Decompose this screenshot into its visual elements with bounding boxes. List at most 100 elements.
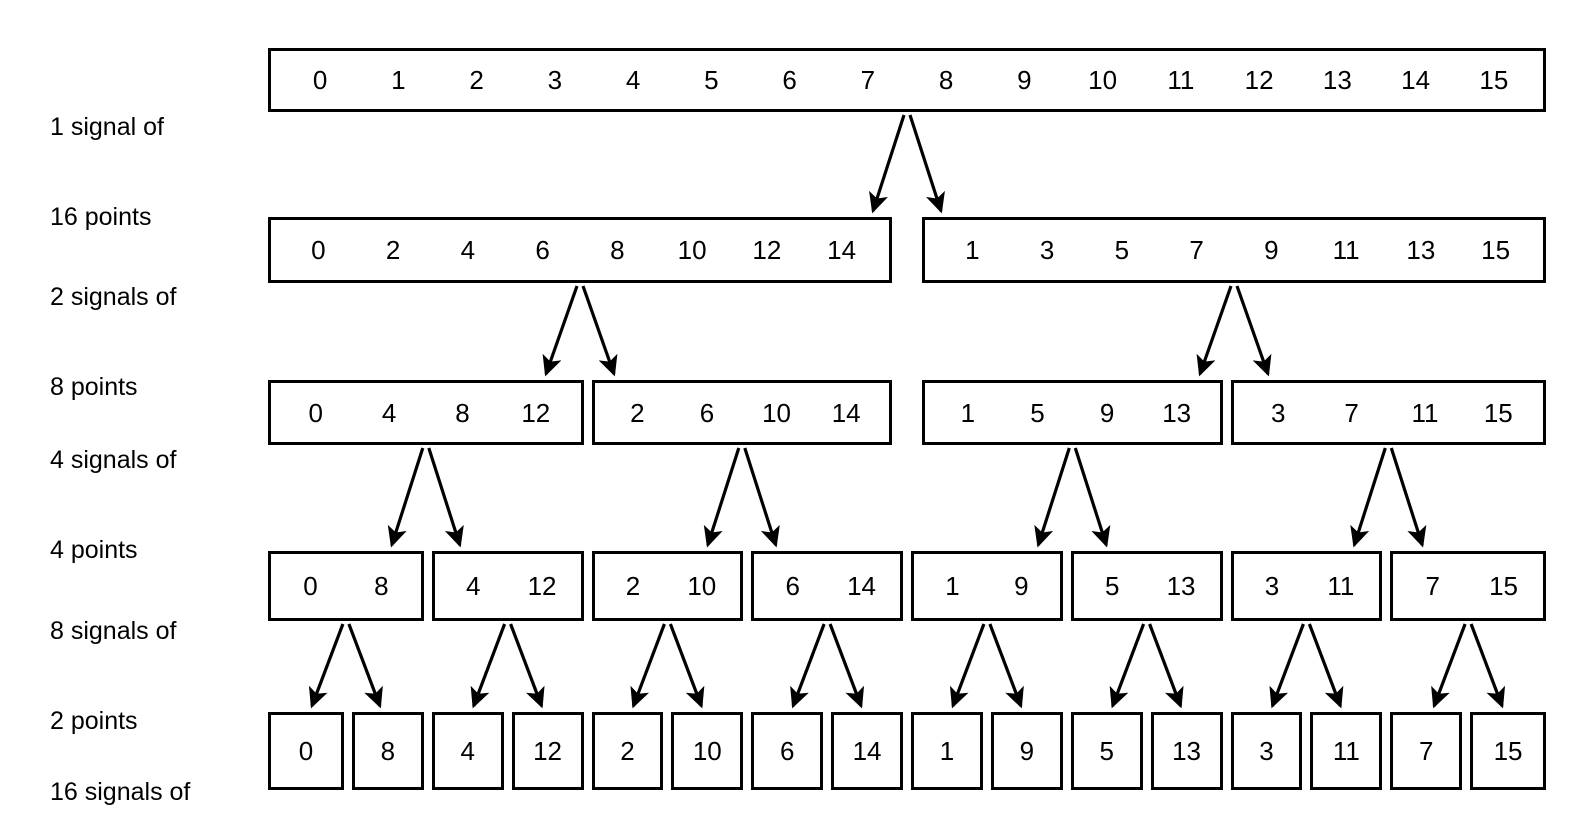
signal-value: 12 <box>521 397 551 428</box>
signal-box: 13 <box>1150 712 1223 790</box>
signal-value: 12 <box>1244 65 1274 95</box>
signal-value: 13 <box>1406 235 1436 265</box>
signal-value: 11 <box>1411 397 1439 428</box>
signal-value: 12 <box>752 235 782 265</box>
signal-value: 9 <box>1017 65 1032 95</box>
row-2-label-line1: 2 signals of <box>50 283 177 311</box>
signal-value: 13 <box>1172 736 1202 766</box>
row-2-label-line2: 8 points <box>50 373 138 401</box>
signal-value: 8 <box>938 65 954 95</box>
signal-box: 12 <box>511 712 584 790</box>
row-4-label-line1: 8 signals of <box>50 617 177 645</box>
split-arrow <box>790 623 826 709</box>
split-arrow <box>581 285 618 377</box>
split-arrow <box>988 623 1024 709</box>
signal-box: 7 <box>1390 712 1463 790</box>
signal-value: 5 <box>704 65 719 95</box>
split-arrow <box>630 623 666 709</box>
split-arrow <box>1269 623 1305 709</box>
signal-box: 11 <box>1310 712 1383 790</box>
signal-value: 2 <box>630 397 645 428</box>
signal-value: 9 <box>1014 571 1029 601</box>
signal-value: 2 <box>469 65 484 95</box>
signal-value: 7 <box>1425 571 1440 601</box>
split-arrow <box>828 623 865 709</box>
split-arrow <box>703 447 741 548</box>
split-arrow <box>1431 623 1467 709</box>
signal-value: 10 <box>687 571 717 601</box>
signal-value: 0 <box>303 571 318 601</box>
signal-value: 13 <box>1322 65 1352 95</box>
signal-value: 2 <box>385 235 401 265</box>
split-arrow <box>308 623 345 709</box>
signal-value: 0 <box>312 65 328 95</box>
signal-value: 3 <box>547 65 563 95</box>
signal-box: 8 <box>351 712 424 790</box>
split-arrow <box>427 447 464 548</box>
split-arrow <box>1307 623 1344 709</box>
signal-box: 2 <box>591 712 664 790</box>
split-arrow <box>949 623 986 709</box>
row-1-label: 1 signal of 16 points <box>50 52 164 292</box>
row-2-label: 2 signals of 8 points <box>50 222 176 462</box>
signal-value: 1 <box>939 736 955 766</box>
signal-box: 1 <box>911 712 983 790</box>
signal-value: 9 <box>1099 397 1115 428</box>
signal-value: 4 <box>465 571 481 601</box>
signal-value: 6 <box>535 235 550 265</box>
signal-box: 10 <box>671 712 744 790</box>
split-arrow <box>1196 285 1233 377</box>
signal-value: 8 <box>374 571 389 601</box>
split-arrow <box>387 447 425 548</box>
split-arrow <box>1350 447 1387 548</box>
signal-value: 5 <box>1114 235 1130 265</box>
signal-value: 13 <box>1166 571 1196 601</box>
split-arrow <box>542 285 579 377</box>
signal-box: 6 <box>751 712 824 790</box>
signal-value: 10 <box>677 235 707 265</box>
signal-box: 3 <box>1230 712 1303 790</box>
signal-value: 7 <box>1418 736 1434 766</box>
signal-value: 14 <box>852 736 882 766</box>
split-arrow <box>1235 285 1272 377</box>
signal-value: 10 <box>1088 65 1118 95</box>
split-arrow <box>743 447 780 548</box>
signal-value: 11 <box>1167 65 1195 95</box>
signal-value: 3 <box>1259 736 1274 766</box>
signal-value: 4 <box>460 235 476 265</box>
signal-value: 7 <box>1189 235 1204 265</box>
split-arrow <box>470 623 507 709</box>
signal-value: 1 <box>960 397 976 428</box>
row-4-label: 8 signals of 2 points <box>50 556 176 796</box>
signal-value: 14 <box>847 571 877 601</box>
signal-value: 6 <box>782 65 797 95</box>
signal-value: 15 <box>1481 235 1511 265</box>
signal-value: 6 <box>779 736 795 766</box>
signal-value: 1 <box>945 571 960 601</box>
split-arrow <box>668 623 705 709</box>
signal-value: 15 <box>1479 65 1509 95</box>
signal-value: 3 <box>1264 571 1280 601</box>
split-arrow <box>1034 447 1071 548</box>
row-5-label-line1: 16 signals of <box>50 778 191 806</box>
row-5-label: 16 signals of 1 point <box>50 717 190 836</box>
signal-value: 4 <box>381 397 397 428</box>
signal-box: 0 <box>268 712 344 790</box>
signal-value: 6 <box>699 397 715 428</box>
signal-value: 12 <box>533 736 563 766</box>
signal-value: 14 <box>827 235 857 265</box>
row-4-label-line2: 2 points <box>50 707 138 735</box>
signal-value: 15 <box>1489 571 1519 601</box>
split-arrow <box>908 114 945 214</box>
signal-value: 0 <box>298 736 314 766</box>
signal-box: 7 15 <box>1390 551 1546 621</box>
signal-value: 15 <box>1483 397 1513 428</box>
